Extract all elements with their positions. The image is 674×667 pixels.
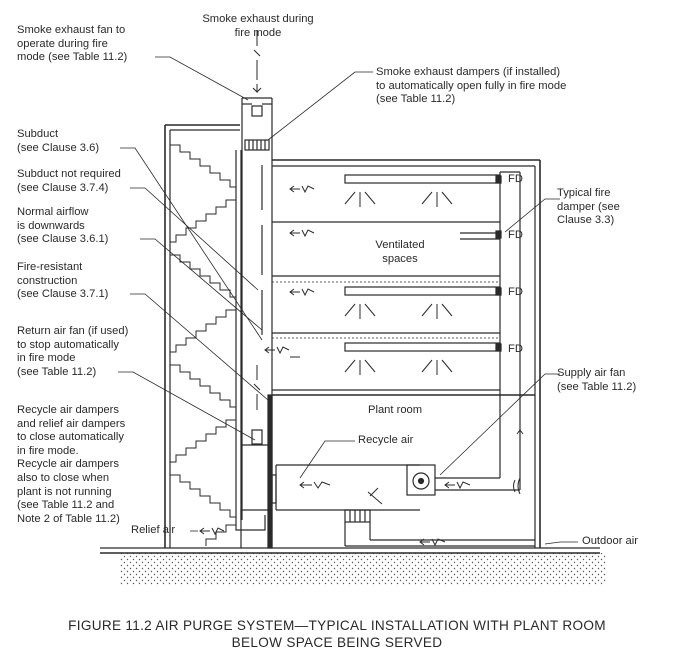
supply-air-fan xyxy=(406,464,436,496)
label-line: operate during fire xyxy=(17,37,108,50)
label-line: Clause 3.3) xyxy=(557,214,615,227)
leader-lines xyxy=(118,56,578,545)
label-line: (see Clause 3.7.4) xyxy=(17,181,109,194)
label-line: to close automatically xyxy=(17,431,124,444)
label-recycle-air-dampers: Recycle air dampers and relief air dampe… xyxy=(17,404,125,526)
label-line: Smoke exhaust fan to xyxy=(17,24,126,36)
label-line: to stop automatically xyxy=(17,338,119,351)
label-line: (see Clause 3.6) xyxy=(17,141,100,154)
label-outdoor-air: Outdoor air xyxy=(582,535,638,547)
supply-riser xyxy=(499,171,521,490)
label-line: damper (see xyxy=(557,200,620,213)
return-airflow-arrows xyxy=(264,185,315,358)
label-relief-air: Relief air xyxy=(131,524,176,536)
label-line: in fire mode. xyxy=(17,444,79,457)
label-normal-airflow: Normal airflow is downwards (see Clause … xyxy=(17,206,108,247)
figure-caption: FIGURE 11.2 AIR PURGE SYSTEM—TYPICAL INS… xyxy=(0,617,674,651)
label-line: Fire-resistant xyxy=(17,261,83,273)
label-line: Ventilated xyxy=(375,239,425,251)
label-fd-2: FD xyxy=(508,229,523,241)
fire-damper xyxy=(495,343,502,352)
label-line: Normal airflow xyxy=(17,206,89,218)
label-line: (see Table 11.2) xyxy=(17,365,97,378)
relief-air-duct xyxy=(199,509,270,536)
label-line: (see Table 11.2) xyxy=(376,93,456,106)
caption-line-1: FIGURE 11.2 AIR PURGE SYSTEM—TYPICAL INS… xyxy=(68,618,606,633)
label-subduct: Subduct (see Clause 3.6) xyxy=(17,128,99,155)
label-recycle-air: Recycle air xyxy=(358,434,414,446)
fire-resistant-wall xyxy=(267,394,273,549)
label-return-air-fan: Return air fan (if used) to stop automat… xyxy=(17,325,128,379)
label-line: mode (see Table 11.2) xyxy=(17,51,128,64)
label-plant-room: Plant room xyxy=(368,404,423,416)
stairwell xyxy=(164,124,242,548)
label-line: in fire mode xyxy=(17,352,76,365)
ground xyxy=(120,553,606,585)
label-line: (see Table 11.2) xyxy=(557,380,637,393)
label-line: Supply air fan xyxy=(557,367,626,379)
label-line: (see Clause 3.6.1) xyxy=(17,233,109,246)
label-smoke-exhaust-during: Smoke exhaust during fire mode xyxy=(188,13,328,40)
label-line: Smoke exhaust during xyxy=(202,13,314,25)
smoke-exhaust-fan xyxy=(251,105,263,117)
label-typical-fire-damper: Typical fire damper (see Clause 3.3) xyxy=(557,187,620,228)
label-smoke-exhaust-fan: Smoke exhaust fan to operate during fire… xyxy=(17,24,127,65)
recycle-air-damper xyxy=(271,474,277,504)
label-fd-4: FD xyxy=(508,343,523,355)
label-line: Note 2 of Table 11.2) xyxy=(17,512,120,525)
label-line: Recycle air dampers xyxy=(17,404,119,416)
label-line: construction xyxy=(17,274,78,287)
label-line: Subduct xyxy=(17,128,59,140)
label-line: also to close when xyxy=(17,471,110,484)
label-subduct-not-required: Subduct not required (see Clause 3.7.4) xyxy=(17,168,121,195)
diffuser-arrows xyxy=(344,191,453,375)
label-fire-resistant-construction: Fire-resistant construction (see Clause … xyxy=(17,261,108,302)
caption-line-2: BELOW SPACE BEING SERVED xyxy=(231,635,443,650)
fire-damper xyxy=(495,175,502,184)
label-line: and relief air dampers xyxy=(17,417,126,430)
label-fd-3: FD xyxy=(508,286,523,298)
branch-ducts xyxy=(344,174,502,352)
label-supply-air-fan: Supply air fan (see Table 11.2) xyxy=(557,367,636,394)
label-ventilated-spaces: Ventilated spaces xyxy=(350,239,450,266)
recycle-damper xyxy=(251,429,263,445)
exhaust-riser xyxy=(241,30,273,548)
label-line: spaces xyxy=(382,252,418,265)
fire-damper xyxy=(495,287,502,296)
label-line: Recycle air dampers xyxy=(17,458,119,471)
label-line: Return air fan (if used) xyxy=(17,325,129,337)
label-line: Typical fire xyxy=(557,187,611,199)
supply-air-fan-wheel xyxy=(412,472,430,490)
label-line: is downwards xyxy=(17,219,85,232)
plant-room xyxy=(271,429,535,547)
label-line: fire mode xyxy=(234,26,282,39)
label-line: to automatically open fully in fire mode xyxy=(376,79,567,92)
fire-damper xyxy=(495,230,502,239)
label-line: (see Table 11.2 and xyxy=(17,499,115,512)
label-line: (see Clause 3.7.1) xyxy=(17,288,109,301)
label-fd-1: FD xyxy=(508,173,523,185)
label-line: Smoke exhaust dampers (if installed) xyxy=(376,66,561,78)
building-floors xyxy=(272,159,541,548)
label-smoke-exhaust-dampers: Smoke exhaust dampers (if installed) to … xyxy=(376,66,566,107)
label-line: Subduct not required xyxy=(17,168,121,180)
label-line: plant is not running xyxy=(17,485,112,498)
